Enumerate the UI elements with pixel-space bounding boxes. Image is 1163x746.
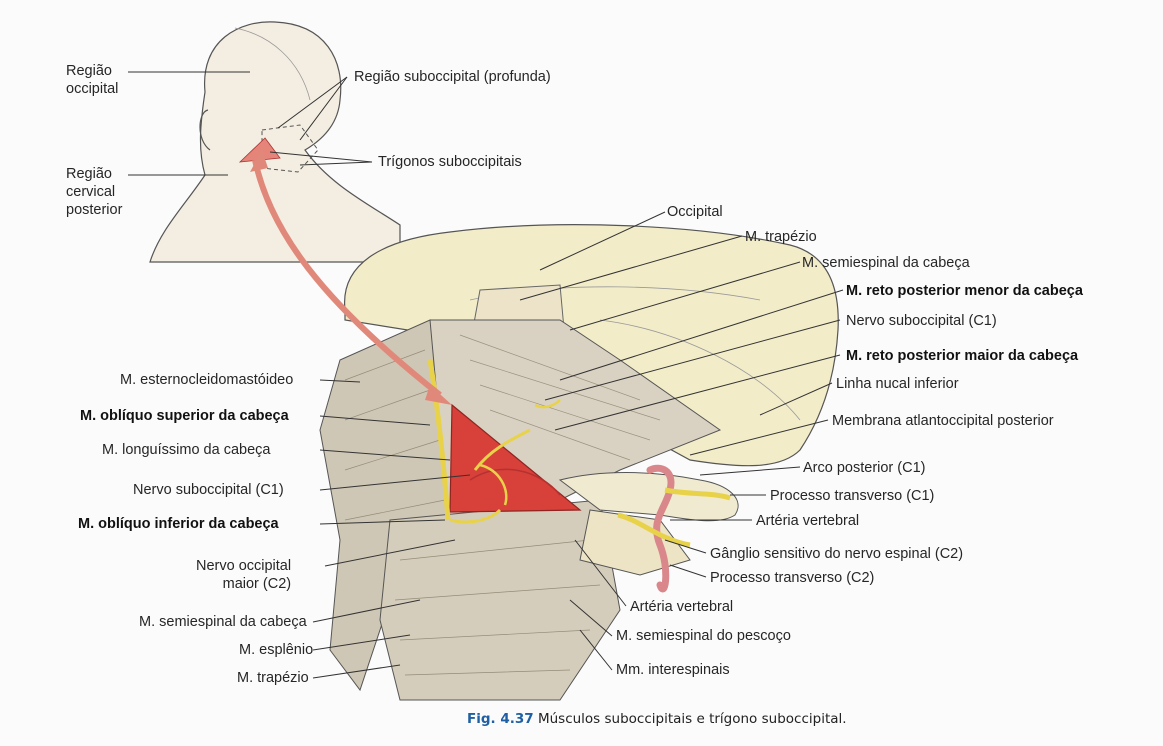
label-longuissimo: M. longuíssimo da cabeça (102, 442, 271, 458)
label-reto-posterior-menor: M. reto posterior menor da cabeça (846, 283, 1083, 299)
label-regiao-occipital: Região occipital (66, 63, 119, 97)
label-semiespinal-cabeca-left: M. semiespinal da cabeça (139, 614, 307, 630)
figure-caption: Fig. 4.37 Músculos suboccipitais e trígo… (467, 711, 847, 727)
label-semiespinal-cabeca-right: M. semiespinal da cabeça (802, 255, 970, 271)
label-processo-transverso-c1: Processo transverso (C1) (770, 488, 935, 504)
figure-caption-text: Músculos suboccipitais e trígono subocci… (537, 711, 847, 727)
label-arteria-vertebral-right: Artéria vertebral (756, 513, 860, 529)
label-regiao-suboccipital: Região suboccipital (profunda) (354, 69, 551, 85)
label-ganglio-sensitivo: Gânglio sensitivo do nervo espinal (C2) (710, 546, 964, 562)
label-trapezio-left: M. trapézio (237, 670, 309, 686)
figure-number: Fig. 4.37 (467, 711, 534, 727)
label-processo-transverso-c2: Processo transverso (C2) (710, 570, 875, 586)
label-obliquo-superior: M. oblíquo superior da cabeça (80, 408, 289, 424)
label-arteria-vertebral-bottom: Artéria vertebral (630, 599, 734, 615)
label-reto-posterior-maior: M. reto posterior maior da cabeça (846, 348, 1079, 364)
inset-head-drawing (149, 21, 401, 263)
label-trigonos-suboccipitais: Trígonos suboccipitais (378, 154, 522, 170)
label-obliquo-inferior: M. oblíquo inferior da cabeça (78, 516, 279, 532)
label-esternocleidomastoideo: M. esternocleidomastóideo (120, 372, 294, 388)
label-semiespinal-pescoco: M. semiespinal do pescoço (616, 628, 791, 644)
label-interespinais: Mm. interespinais (616, 662, 730, 678)
leader-lines (128, 71, 844, 679)
dissection-drawing (250, 150, 839, 701)
label-arco-posterior-c1: Arco posterior (C1) (803, 460, 926, 476)
label-nervo-occipital-maior: Nervo occipital maior (C2) (196, 558, 292, 592)
label-nervo-suboccipital-right: Nervo suboccipital (C1) (846, 313, 997, 329)
label-trapezio-right: M. trapézio (745, 229, 817, 245)
label-linha-nucal-inferior: Linha nucal inferior (836, 376, 959, 392)
label-membrana-atlantoccipital: Membrana atlantoccipital posterior (832, 413, 1054, 429)
label-occipital: Occipital (667, 204, 723, 220)
label-regiao-cervical-posterior: Região cervical posterior (66, 166, 123, 218)
label-nervo-suboccipital-left: Nervo suboccipital (C1) (133, 482, 284, 498)
label-esplenio: M. esplênio (239, 642, 314, 658)
